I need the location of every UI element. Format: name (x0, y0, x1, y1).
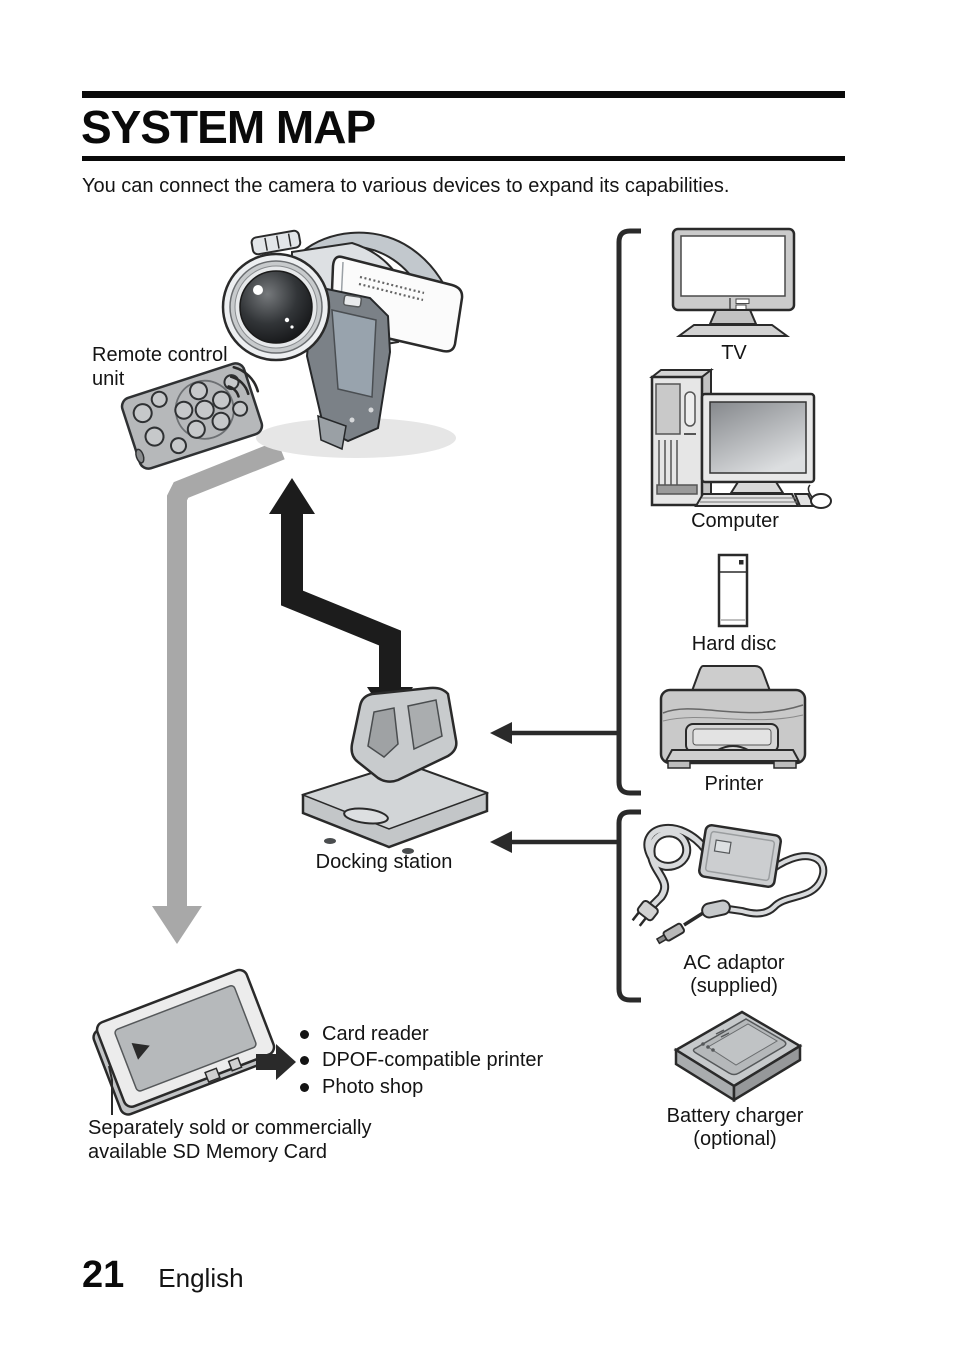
bracket-bottom (616, 809, 641, 1003)
remote-control-illustration (120, 362, 264, 470)
arrow-bracket-to-docking-2 (490, 831, 619, 853)
list-item-label: Photo shop (322, 1075, 424, 1098)
remote-control-label-line1: Remote control (92, 344, 228, 366)
language-label: English (158, 1263, 244, 1293)
bullet-icon (300, 1082, 309, 1092)
battery-charger-illustration (673, 1010, 803, 1103)
bullet-icon (300, 1056, 309, 1066)
battery-charger-label-line1: Battery charger (666, 1105, 804, 1127)
camera-sdcard-arrow (152, 440, 285, 944)
list-item: Card reader (300, 1021, 543, 1048)
ac-adaptor-label: AC adaptor (supplied) (654, 952, 814, 998)
printer-label: Printer (704, 773, 764, 795)
sd-card-note-line1: Separately sold or commercially (88, 1117, 372, 1139)
page-title: SYSTEM MAP (81, 101, 376, 153)
page-footer: 21 English (82, 1254, 244, 1297)
title-rule-bottom (82, 156, 845, 161)
list-item: Photo shop (300, 1074, 543, 1101)
sd-destination-list: Card reader DPOF-compatible printer Phot… (300, 1021, 543, 1101)
sd-card-illustration (92, 968, 276, 1116)
sd-to-list-arrow (256, 1044, 296, 1080)
ac-adaptor-illustration (631, 823, 828, 945)
bracket-top (616, 228, 641, 796)
tv-label: TV (721, 342, 747, 364)
arrow-bracket-to-docking-1 (490, 722, 619, 744)
ac-adaptor-label-line2: (supplied) (690, 975, 778, 997)
camera-docking-arrow (269, 478, 413, 722)
hard-disc-illustration (717, 553, 749, 628)
intro-text: You can connect the camera to various de… (82, 175, 730, 197)
camera-illustration (221, 229, 464, 458)
remote-control-label: Remote control unit (92, 343, 228, 391)
computer-illustration (649, 367, 832, 509)
hard-disc-label: Hard disc (691, 633, 777, 655)
sd-card-note: Separately sold or commercially availabl… (88, 1117, 371, 1164)
wireless-signal-icon (227, 365, 260, 398)
docking-station-illustration (300, 686, 490, 854)
battery-charger-label: Battery charger (optional) (655, 1105, 815, 1151)
title-rule-top (82, 91, 845, 98)
page-number: 21 (82, 1254, 125, 1296)
sd-leader-line (108, 1065, 113, 1115)
bullet-icon (300, 1029, 309, 1039)
list-item-label: DPOF-compatible printer (322, 1049, 544, 1072)
docking-station-label: Docking station (315, 851, 453, 873)
printer-illustration (659, 665, 807, 769)
list-item-label: Card reader (322, 1022, 429, 1045)
list-item: DPOF-compatible printer (300, 1048, 543, 1075)
remote-control-label-line2: unit (92, 368, 125, 390)
sd-card-note-line2: available SD Memory Card (88, 1140, 327, 1163)
tv-illustration (671, 227, 796, 337)
ac-adaptor-label-line1: AC adaptor (683, 952, 785, 974)
battery-charger-label-line2: (optional) (693, 1128, 777, 1150)
computer-label: Computer (691, 510, 779, 532)
